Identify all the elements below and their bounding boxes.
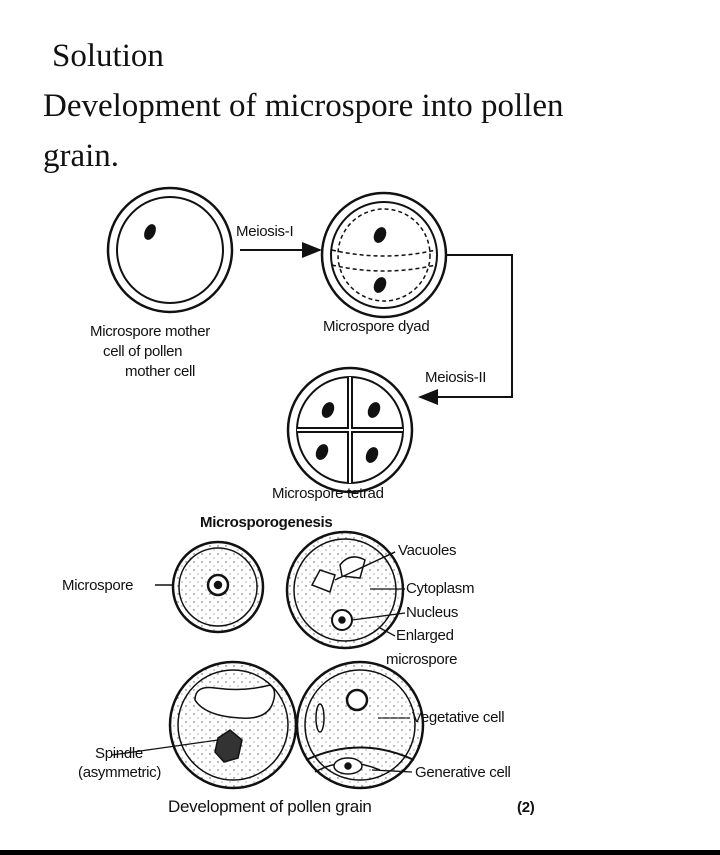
answer-line-2: grain. (43, 138, 120, 174)
mmc-label-2: cell of pollen (103, 343, 182, 360)
dyad-label: Microspore dyad (323, 318, 429, 335)
nucleus-label: Nucleus (406, 604, 458, 621)
meiosis2-label: Meiosis-II (425, 369, 486, 386)
meiosis1-label: Meiosis-I (236, 223, 293, 240)
microspore-tetrad (286, 366, 414, 494)
spindle-label-2: (asymmetric) (78, 764, 161, 781)
enlarged-microspore-cell (285, 530, 405, 650)
answer-line-1: Development of microspore into pollen (43, 88, 564, 124)
microsporogenesis-heading: Microsporogenesis (200, 514, 332, 531)
vegetative-cell-label: Vegetative cell (412, 709, 504, 726)
marks-label: (2) (517, 799, 535, 816)
generative-cell-label: Generative cell (415, 764, 511, 781)
spindle-label-1: Spindle (95, 745, 143, 762)
cytoplasm-label: Cytoplasm (406, 580, 474, 597)
solution-heading: Solution (52, 38, 164, 74)
mmc-label-3: mother cell (125, 363, 195, 380)
microspore-cell (171, 540, 265, 634)
enlarged-label-1: Enlarged (396, 627, 454, 644)
dividing-microspore-cell (168, 660, 298, 790)
microspore-dyad (320, 191, 448, 319)
bottom-bar (0, 850, 720, 855)
meiosis2-arrow (418, 254, 513, 405)
vacuoles-label: Vacuoles (398, 542, 456, 559)
diagram-caption: Development of pollen grain (168, 797, 372, 816)
enlarged-label-2: microspore (386, 651, 457, 668)
tetrad-label: Microspore tetrad (272, 485, 384, 502)
pollen-grain-cell (295, 660, 425, 790)
microspore-mother-cell (106, 186, 234, 314)
microspore-label: Microspore (62, 577, 133, 594)
mmc-label-1: Microspore mother (90, 323, 210, 340)
